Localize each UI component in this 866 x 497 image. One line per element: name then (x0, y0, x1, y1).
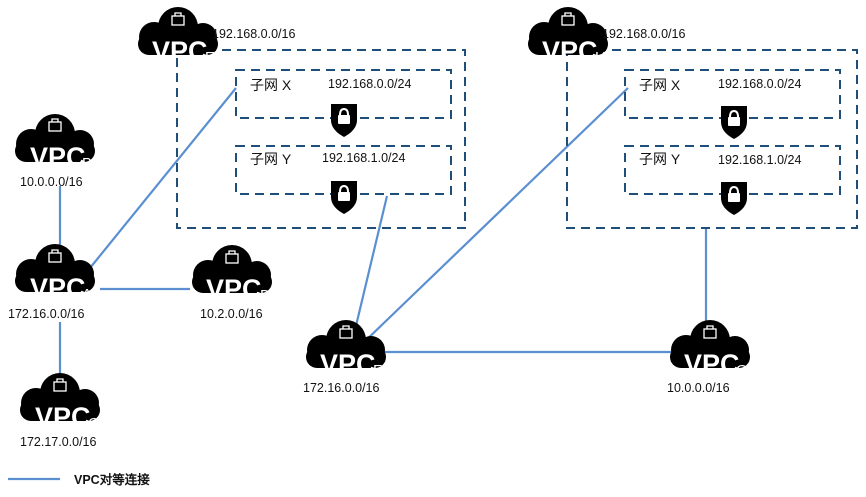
vpc-f-cidr: 172.16.0.0/16 (303, 381, 380, 395)
vpc-e-node[interactable]: VPC E 192.168.0.0/16 (138, 7, 295, 66)
vpc-b-subscript: B (82, 155, 92, 172)
vpc-e-border (176, 49, 466, 229)
subnet-y-h-name: 子网 Y (639, 151, 681, 167)
subnet-y-h-border (624, 145, 841, 195)
vpc-e-label: VPC (152, 36, 208, 66)
vpc-b-cidr: 10.0.0.0/16 (20, 175, 83, 189)
vpc-h-subscript: H (595, 49, 606, 66)
vpc-d-node[interactable]: VPC D 10.2.0.0/16 (192, 245, 272, 321)
vpc-e-container (176, 49, 466, 229)
subnet-y-e-cidr: 192.168.1.0/24 (322, 151, 405, 165)
vpc-g-subscript: G (736, 362, 748, 379)
subnet-y-e-name: 子网 Y (250, 151, 292, 167)
vpc-f-subscript: F (373, 362, 382, 379)
peering-f-h-subnet-x (359, 87, 629, 347)
peering-lines (58, 87, 708, 378)
vpc-c-subscript: C (88, 415, 99, 432)
vpc-h-cidr: 192.168.0.0/16 (602, 27, 685, 41)
legend-label: VPC对等连接 (74, 472, 150, 487)
vpc-a-node[interactable]: VPC A 172.16.0.0/16 (8, 244, 95, 321)
subnet-x-h-border (624, 69, 841, 119)
vpc-c-cidr: 172.17.0.0/16 (20, 435, 97, 449)
vpc-b-node[interactable]: VPC B 10.0.0.0/16 (15, 114, 95, 189)
vpc-g-label: VPC (684, 349, 740, 379)
security-group-icon (330, 180, 358, 215)
security-group-icon (330, 103, 358, 138)
vpc-h-container (566, 49, 858, 229)
subnet-y-e-border (235, 145, 452, 195)
vpc-f-node[interactable]: VPC F 172.16.0.0/16 (303, 320, 386, 395)
vpc-d-cidr: 10.2.0.0/16 (200, 307, 263, 321)
security-group-icon (720, 105, 748, 140)
vpc-a-label: VPC (30, 273, 86, 303)
legend: VPC对等连接 (8, 472, 150, 487)
security-group-icon (720, 181, 748, 216)
vpc-d-subscript: D (260, 287, 271, 304)
vpc-h-node[interactable]: VPC H 192.168.0.0/16 (528, 7, 685, 66)
peering-f-e-subnet-y (353, 195, 389, 331)
subnet-x-e-border (235, 69, 452, 119)
subnet-x-h-name: 子网 X (639, 77, 681, 93)
subnet-x-e-cidr: 192.168.0.0/24 (328, 77, 411, 91)
vpc-f-label: VPC (320, 349, 376, 379)
vpc-a-cidr: 172.16.0.0/16 (8, 307, 85, 321)
vpc-e-subscript: E (205, 49, 215, 66)
subnet-x-e-name: 子网 X (250, 77, 292, 93)
vpc-g-node[interactable]: VPC G 10.0.0.0/16 (667, 320, 750, 395)
vpc-h-label: VPC (542, 36, 598, 66)
vpc-a-subscript: A (82, 286, 92, 303)
vpc-h-border (566, 49, 858, 229)
vpc-e-cidr: 192.168.0.0/16 (212, 27, 295, 41)
vpc-g-cidr: 10.0.0.0/16 (667, 381, 730, 395)
subnet-x-h-cidr: 192.168.0.0/24 (718, 77, 801, 91)
peering-a-e-subnet-x (89, 87, 237, 269)
vpc-d-label: VPC (206, 274, 262, 304)
vpc-c-node[interactable]: VPC C 172.17.0.0/16 (20, 373, 100, 449)
subnet-y-h-cidr: 192.168.1.0/24 (718, 153, 801, 167)
vpc-c-label: VPC (35, 402, 91, 432)
vpc-b-label: VPC (30, 142, 86, 172)
